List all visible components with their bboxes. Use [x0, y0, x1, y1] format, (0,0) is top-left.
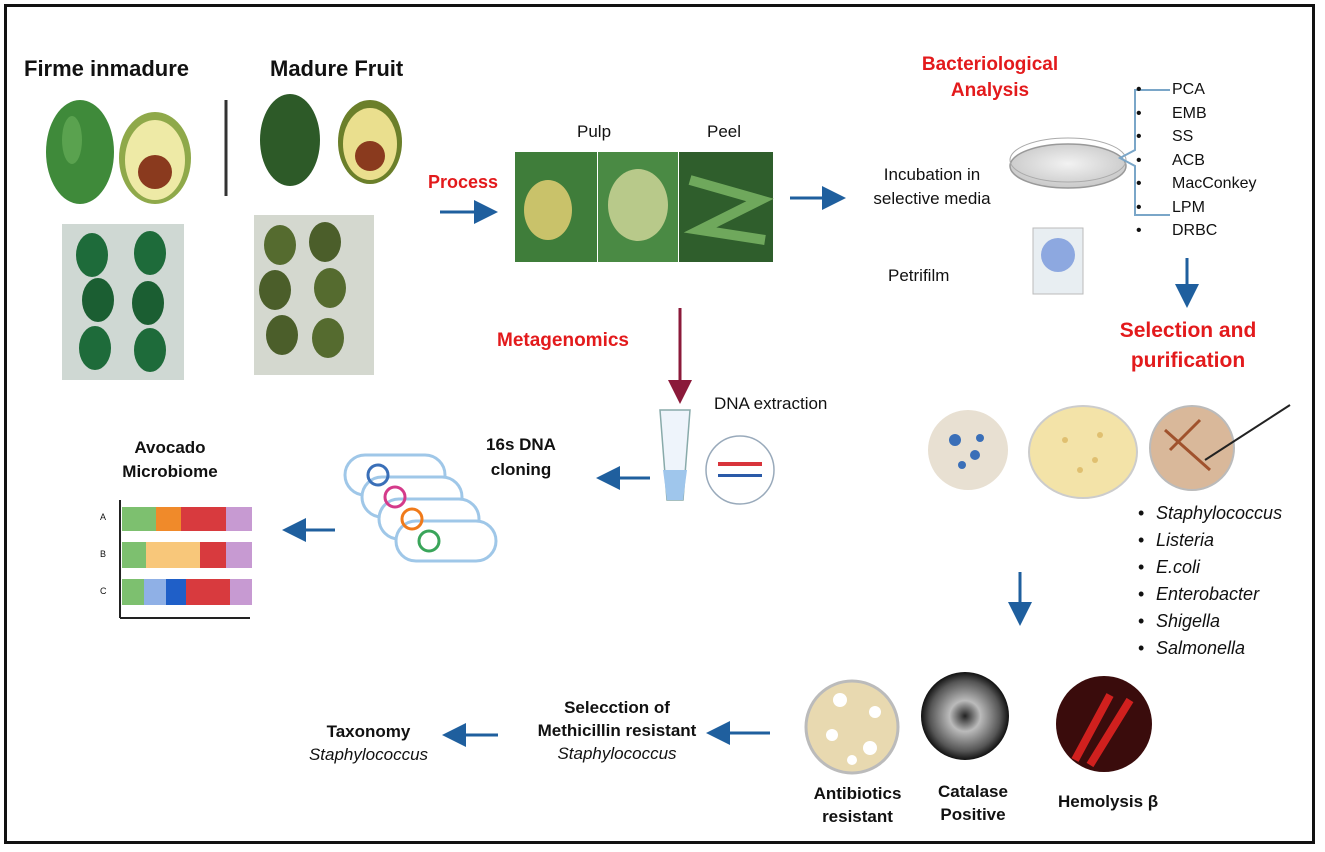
firm-avocado-half-icon	[119, 112, 191, 204]
bacteriological-line-1: Bacteriological	[921, 54, 1059, 75]
bacteria-item: Staphylococcus	[1138, 500, 1282, 527]
selective-media-list: PCA EMB SS ACB MacConkey LPM DRBC	[1136, 78, 1257, 243]
bacteria-item: Shigella	[1138, 608, 1282, 635]
catalase-test-icon	[921, 672, 1009, 760]
bacteriological-line-2: Analysis	[950, 80, 1030, 101]
cloning-line-2: cloning	[490, 460, 552, 479]
incubation-line-1: Incubation in	[883, 165, 981, 184]
mature-avocado-tray-photo	[254, 215, 374, 375]
microbiome-line-2: Microbiome	[122, 462, 218, 481]
cloning-line-1: 16s DNA	[486, 435, 556, 454]
media-item: DRBC	[1136, 219, 1256, 243]
petrifilm-icon	[1032, 227, 1084, 295]
bacteria-item: E.coli	[1138, 554, 1282, 581]
process-label: Process	[428, 172, 499, 192]
methicillin-label: Selecction of Methicillin resistant Stap…	[512, 696, 722, 765]
taxonomy-label: Taxonomy Staphylococcus	[296, 720, 441, 766]
methicillin-line-3: Staphylococcus	[557, 744, 677, 763]
hemolysis-label: Hemolysis β	[1058, 792, 1159, 811]
mature-avocado-half-icon	[338, 100, 402, 184]
avocado-microbiome-label: Avocado Microbiome	[110, 436, 230, 484]
pulp-peel-photos	[515, 152, 774, 262]
selection-purification-label: Selection and purification	[1098, 316, 1278, 376]
bacterial-clones-icon	[343, 453, 498, 563]
firm-immature-header: Firme inmadure	[24, 56, 190, 81]
peel-label: Peel	[707, 122, 742, 141]
media-item: ACB	[1136, 149, 1256, 173]
bacteria-list: Staphylococcus Listeria E.coli Enterobac…	[1138, 500, 1282, 662]
bacteria-item: Enterobacter	[1138, 581, 1282, 608]
dna-extraction-label: DNA extraction	[714, 394, 828, 413]
antibiotics-plate-icon	[804, 679, 900, 775]
cloning-label: 16s DNA cloning	[466, 432, 576, 482]
figure-frame	[4, 4, 1315, 844]
bar-row-a	[122, 507, 252, 531]
media-item: MacConkey	[1136, 172, 1257, 196]
media-item: EMB	[1136, 102, 1256, 126]
catalase-line-2: Positive	[940, 805, 1006, 824]
bacteria-item: Salmonella	[1138, 635, 1282, 662]
methicillin-line-1: Selecction of	[564, 698, 670, 717]
hemolysis-plate-icon	[1056, 676, 1152, 772]
incubation-label: Incubation in selective media	[858, 163, 1006, 211]
media-brace	[1117, 89, 1170, 216]
catalase-line-1: Catalase	[938, 782, 1008, 801]
metagenomics-label: Metagenomics	[497, 330, 629, 351]
microbiome-line-1: Avocado	[134, 438, 206, 457]
firm-avocado-whole-icon	[46, 100, 114, 204]
petri-dish-icon	[1009, 137, 1127, 189]
antibiotics-label: Antibiotics resistant	[800, 782, 915, 828]
taxonomy-line-1: Taxonomy	[326, 722, 411, 741]
antibiotics-line-1: Antibiotics	[813, 784, 902, 803]
selection-line-1: Selection and	[1119, 319, 1257, 342]
bacteria-item: Listeria	[1138, 527, 1282, 554]
media-item: SS	[1136, 125, 1256, 149]
bar-row-b	[122, 542, 252, 568]
bacteriological-analysis-label: Bacteriological Analysis	[900, 52, 1080, 104]
bar-row-c	[122, 579, 252, 605]
dna-tube-icon	[659, 409, 775, 505]
bar-row-label: B	[100, 549, 107, 559]
catalase-label: Catalase Positive	[918, 780, 1028, 826]
media-item: LPM	[1136, 196, 1256, 220]
plasmid-icons	[366, 463, 441, 553]
microbiome-bar-chart	[119, 500, 252, 619]
antibiotics-line-2: resistant	[822, 807, 893, 826]
selection-plates-icon	[928, 404, 1291, 499]
taxonomy-line-2: Staphylococcus	[308, 745, 429, 764]
petrifilm-label: Petrifilm	[888, 266, 950, 285]
firm-avocado-tray-photo	[62, 224, 184, 380]
bar-row-label: A	[100, 512, 107, 522]
mature-fruit-header: Madure Fruit	[270, 56, 404, 81]
pulp-label: Pulp	[577, 122, 612, 141]
media-item: PCA	[1136, 78, 1256, 102]
bar-row-label: C	[100, 586, 107, 596]
selection-line-2: purification	[1130, 349, 1246, 372]
incubation-line-2: selective media	[873, 189, 991, 208]
mature-avocado-whole-icon	[260, 94, 320, 186]
methicillin-line-2: Methicillin resistant	[537, 721, 697, 740]
